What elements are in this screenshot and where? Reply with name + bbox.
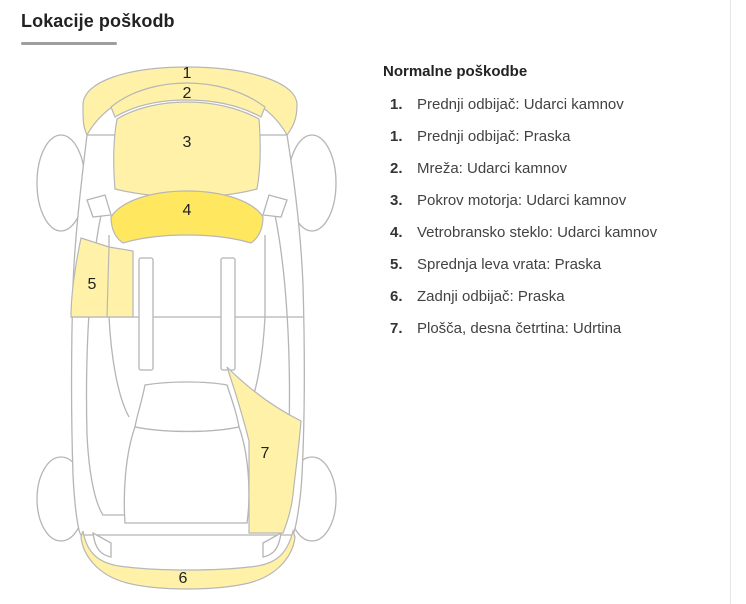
zone-1-front-bumper[interactable] [82, 66, 298, 137]
damage-item-number: 5. [390, 255, 403, 273]
damage-item: 6. Zadnji odbijač: Praska [383, 280, 728, 312]
damage-item-number: 3. [390, 191, 403, 209]
zone-2-grille[interactable] [110, 82, 266, 118]
rear-window [134, 381, 240, 433]
damage-group-title: Normalne poškodbe [383, 63, 528, 80]
right-sill [220, 257, 236, 371]
damage-item-text: Pokrov motorja: Udarci kamnov [417, 191, 627, 209]
damage-item-number: 1. [390, 127, 403, 145]
damage-item-text: Plošča, desna četrtina: Udrtina [417, 319, 622, 337]
damage-item: 1. Prednji odbijač: Praska [383, 120, 728, 152]
damage-item-text: Prednji odbijač: Praska [417, 127, 571, 145]
damage-item-number: 6. [390, 287, 403, 305]
zone-2-label: 2 [183, 85, 192, 102]
damage-item-text: Vetrobransko steklo: Udarci kamnov [417, 223, 658, 241]
section-title-underline [21, 42, 117, 45]
zone-4-label: 4 [183, 202, 192, 219]
damage-item-number: 4. [390, 223, 403, 241]
rear-deck [123, 426, 250, 524]
damage-locations-card: Lokacije poškodb [21, 0, 731, 604]
damage-item-number: 7. [390, 319, 403, 337]
damage-item-text: Prednji odbijač: Udarci kamnov [417, 95, 624, 113]
damage-item: 1. Prednji odbijač: Udarci kamnov [383, 88, 728, 120]
damage-item-text: Zadnji odbijač: Praska [417, 287, 565, 305]
damage-item: 3. Pokrov motorja: Udarci kamnov [383, 184, 728, 216]
car-damage-diagram: 1 2 3 4 5 6 7 [25, 55, 355, 595]
zone-7-right-rear-quarter[interactable] [226, 366, 302, 534]
zone-3-label: 3 [183, 134, 192, 151]
damage-item-number: 2. [390, 159, 403, 177]
damage-list: 1. Prednji odbijač: Udarci kamnov 1. Predn… [383, 88, 728, 344]
zone-5-front-left-door[interactable] [70, 237, 134, 318]
left-mirror [86, 194, 112, 218]
left-sill [138, 257, 154, 371]
zone-1-label: 1 [183, 65, 192, 82]
zone-4-windshield[interactable] [110, 190, 264, 244]
section-header: Lokacije poškodb [21, 11, 175, 32]
damage-item: 7. Plošča, desna četrtina: Udrtina [383, 312, 728, 344]
zone-5-label: 5 [88, 276, 97, 293]
right-mirror [262, 194, 288, 218]
damage-item-text: Sprednja leva vrata: Praska [417, 255, 602, 273]
rear-left-light [92, 531, 112, 558]
zone-7-label: 7 [261, 445, 270, 462]
damage-item-number: 1. [390, 95, 403, 113]
damage-list-panel: Normalne poškodbe 1. Prednji odbijač: Uda… [383, 63, 728, 344]
section-title: Lokacije poškodb [21, 11, 175, 31]
zone-6-rear-bumper[interactable] [80, 528, 296, 590]
damage-item: 5. Sprednja leva vrata: Praska [383, 248, 728, 280]
zone-3-hood[interactable] [113, 101, 261, 198]
damage-item: 4. Vetrobransko steklo: Udarci kamnov [383, 216, 728, 248]
damage-item: 2. Mreža: Udarci kamnov [383, 152, 728, 184]
zone-6-label: 6 [179, 570, 188, 587]
rear-right-light [262, 531, 282, 558]
damage-item-text: Mreža: Udarci kamnov [417, 159, 568, 177]
